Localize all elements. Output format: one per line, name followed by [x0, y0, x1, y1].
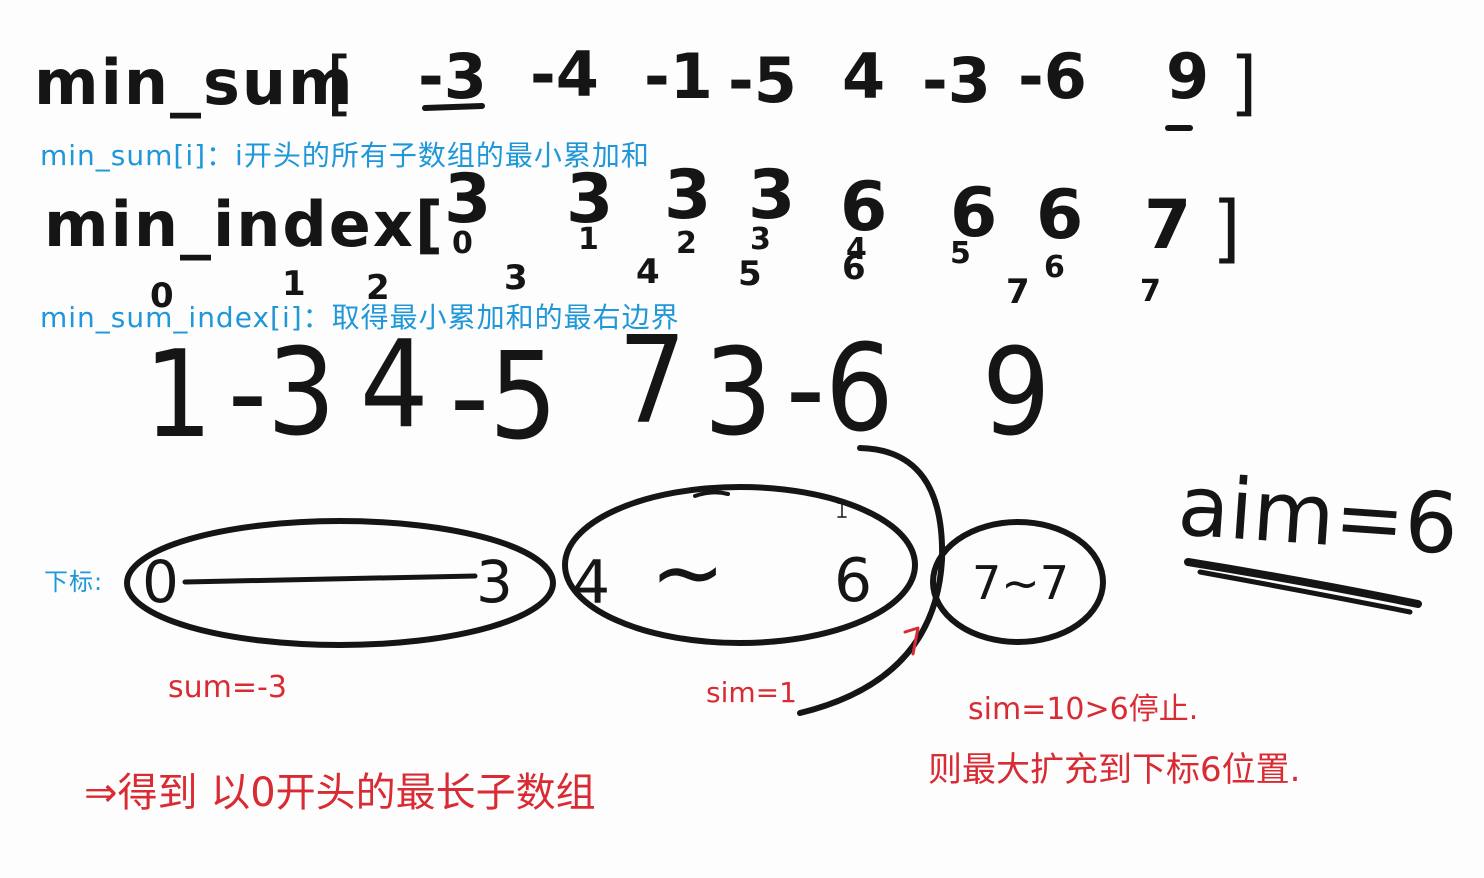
array-index: 0 — [150, 276, 174, 316]
min-sum-label: min_sum — [34, 46, 355, 119]
min-sum-value: -5 — [728, 44, 797, 117]
min-sum-value: -1 — [644, 40, 713, 113]
group-ellipse-7 — [930, 519, 1106, 645]
array-index: 2 — [366, 268, 390, 308]
min-sum-index-definition: min_sum_index[i]：取得最小累加和的最右边界 — [40, 301, 680, 334]
array-value: 7 — [617, 312, 687, 451]
min-sum-value: 9 — [1166, 40, 1210, 113]
min-index-sub: 5 — [950, 236, 971, 271]
array-index: 1 — [282, 264, 306, 304]
min-sum-definition: min_sum[i]：i开头的所有子数组的最小累加和 — [40, 139, 650, 172]
sum-note-2: sim=1 — [706, 676, 797, 709]
group-2-sep: ~ — [650, 520, 726, 625]
min-index-value: 6 — [950, 174, 998, 253]
array-value: 9 — [981, 324, 1051, 463]
array-value: 4 — [359, 316, 429, 455]
array-index: 3 — [504, 258, 528, 298]
min-index-value: 6 — [1036, 176, 1084, 255]
min-index-sub: 7 — [1140, 274, 1161, 309]
min-index-sub: 4 — [846, 232, 867, 267]
group-1-end: 3 — [476, 548, 513, 616]
min-index-sub: 2 — [676, 226, 697, 261]
min-index-value: 7 — [1144, 186, 1192, 265]
array-index: 6 — [842, 248, 866, 288]
min-index-sub: 3 — [750, 222, 771, 257]
group-3-text: 7~7 — [972, 556, 1070, 610]
min-sum-open-bracket: [ — [326, 42, 356, 124]
group-ellipse-4-6 — [562, 484, 918, 646]
min-index-sub: 0 — [452, 226, 473, 261]
scan-arc — [797, 445, 946, 716]
min-index-value: 3 — [566, 160, 614, 239]
min-index-value: 3 — [748, 156, 796, 235]
array-value: -5 — [449, 328, 558, 467]
conclusion-left: ⇒得到 以0开头的最长子数组 — [84, 770, 596, 816]
group-ellipse-0-3 — [124, 518, 556, 648]
min-sum-value: -3 — [922, 44, 991, 117]
underline-first — [422, 103, 485, 111]
min-index-value: 3 — [444, 160, 492, 239]
min-sum-value: -3 — [418, 40, 487, 113]
aim-underline-2 — [1197, 569, 1413, 615]
range-line-0-3 — [182, 573, 478, 585]
group-2-start: 4 — [572, 548, 611, 618]
array-value: 1 — [143, 326, 213, 465]
min-sum-close-bracket: ] — [1230, 42, 1260, 124]
array-index: 5 — [738, 254, 762, 294]
min-sum-value: -6 — [1018, 40, 1087, 113]
index-label: 下标: — [44, 568, 104, 596]
min-index-close-bracket: ] — [1212, 186, 1243, 272]
min-index-value: 6 — [840, 168, 888, 247]
group-2-end: 6 — [834, 546, 873, 616]
group-1-start: 0 — [142, 548, 179, 616]
min-index-value: 3 — [664, 156, 712, 235]
aim-label: aim=6 — [1174, 456, 1462, 574]
array-index: 4 — [636, 252, 660, 292]
min-index-sub: 6 — [1044, 250, 1065, 285]
array-value: 3 — [703, 324, 773, 463]
min-sum-value: -4 — [530, 38, 599, 111]
array-value: -6 — [785, 320, 894, 459]
conclusion-right: 则最大扩充到下标6位置. — [928, 750, 1301, 790]
min-index-sub: 1 — [578, 222, 599, 257]
min-sum-value: 4 — [842, 40, 886, 113]
array-value: -3 — [227, 324, 336, 463]
sum-note-3: sim=10>6停止. — [968, 692, 1199, 727]
sum-note-1: sum=-3 — [168, 670, 287, 705]
array-index: 7 — [1006, 272, 1030, 312]
aim-underline-1 — [1184, 558, 1422, 608]
min-index-label: min_index[ — [44, 188, 446, 261]
